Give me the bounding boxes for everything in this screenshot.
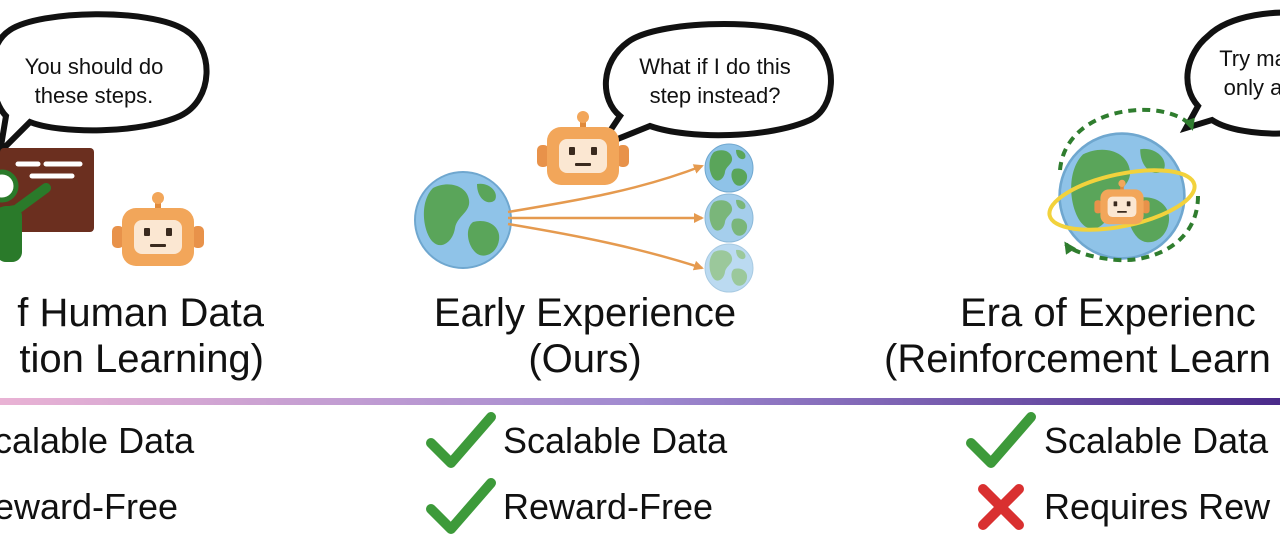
robot-icon [112,192,204,266]
timeline-bar [0,398,1280,405]
globe-icon [704,193,754,243]
panel-era-art [1047,9,1280,263]
feature-label: Reward-Free [503,486,714,527]
panel-title-era: Era of Experienc (Reinforcement Learn [884,290,1280,382]
panel-title-human: f Human Data tion Learning) [0,290,264,382]
title-line: (Reinforcement Learn [884,337,1271,381]
speech-line: step instead? [649,83,781,108]
feature-label: Scalable Data [1044,420,1269,461]
speech-line: What if I do this [639,54,791,79]
speech-bubble [1179,9,1280,137]
feature-label: eward-Free [0,486,179,527]
feature-label: Requires Rew [1044,486,1271,527]
title-line-ours: (Ours) [528,337,642,381]
feature-label: calable Data [0,420,195,461]
panel-title-early: Early Experience (Ours) [405,290,765,382]
speech-text-early: What if I do this step instead? [615,52,815,110]
speech-line: You should do [24,54,164,79]
checkmark-icon [431,483,491,529]
globe-icon [704,243,754,293]
title-line: f Human Data [17,291,264,335]
cross-icon [983,489,1019,525]
title-line: Early Experience [433,291,737,335]
orbit-ring [1047,168,1197,232]
title-line: tion Learning) [19,337,264,381]
speech-bubble [0,11,210,157]
panel-human-art [0,11,210,266]
speech-line: these steps. [34,83,154,108]
speech-bubble [592,21,834,153]
panel-early-art [414,21,834,293]
feature-label: Scalable Data [503,420,728,461]
globe-icon [414,171,512,269]
title-line: Era of Experienc [960,291,1256,335]
teacher-icon [0,169,51,262]
checkmark-icon [971,417,1031,463]
speech-line: Try ma [1219,46,1280,71]
globe-icon [704,143,754,193]
branch-arrow-icon [507,164,704,271]
outcome-globes [704,143,754,293]
speech-text-human: You should do these steps. [10,52,178,110]
cycle-arrow-icon [1058,107,1200,263]
checkmark-icon [431,417,491,463]
chalkboard-lines [15,161,83,179]
speech-line: only a [1223,75,1280,100]
speech-text-era: Try ma only a [1208,44,1280,102]
